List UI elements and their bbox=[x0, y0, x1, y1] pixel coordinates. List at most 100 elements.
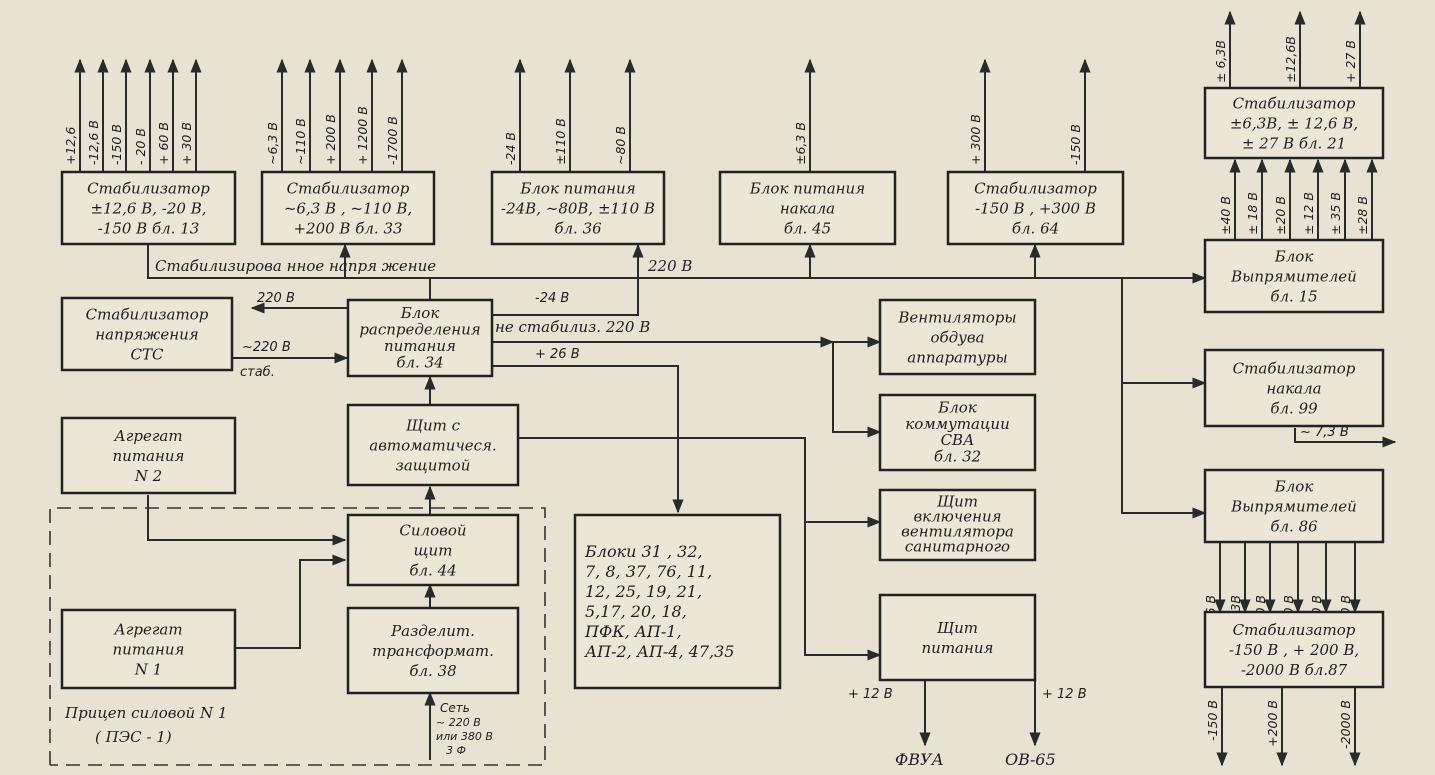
output-label: ±12,6В bbox=[1283, 36, 1298, 83]
block-frame bbox=[1203, 348, 1385, 428]
block-text: бл. 38 bbox=[409, 662, 456, 680]
block-text: -2000 В бл.87 bbox=[1241, 661, 1348, 679]
output-b36-2: ~80 В bbox=[613, 58, 636, 172]
output-b21-1: ±12,6В bbox=[1283, 10, 1306, 88]
block-text: накала bbox=[1266, 380, 1321, 398]
label-ov65: ОВ-65 bbox=[1005, 750, 1056, 769]
output-label: + 30 В bbox=[179, 122, 194, 165]
block-frame bbox=[878, 593, 1037, 682]
block-text: Стабилизатор bbox=[287, 180, 410, 198]
block-text: Агрегат bbox=[113, 427, 182, 445]
output-label: ±6,3 В bbox=[793, 122, 808, 165]
bus-220-label: 220 В bbox=[647, 257, 692, 275]
block-text: питания bbox=[113, 641, 185, 659]
output-label: + 60 В bbox=[156, 122, 171, 165]
label-trailer: Прицеп силовой N 1 bbox=[64, 704, 227, 722]
block-frame bbox=[946, 170, 1125, 246]
block-frame bbox=[346, 298, 494, 378]
output-b36-1: ±110 В bbox=[553, 58, 576, 172]
label-stab: стаб. bbox=[240, 365, 275, 380]
block-text: Выпрямителей bbox=[1230, 268, 1357, 286]
label-pes: ( ПЭС - 1) bbox=[95, 728, 172, 746]
output-label: + 1200 В bbox=[355, 106, 370, 165]
block-text: автоматичеся. bbox=[369, 437, 497, 455]
block-text: Блок bbox=[1274, 248, 1314, 266]
block-text: ± 27 В бл. 21 bbox=[1242, 135, 1346, 153]
block-frame bbox=[60, 608, 237, 690]
block-stab13: Стабилизатор±12,6 В, -20 В,-150 В бл. 13 bbox=[60, 170, 237, 246]
output-b21-2: + 27 В bbox=[1343, 10, 1366, 88]
output-b33-1: ~110 В bbox=[293, 58, 316, 172]
block-text: ±12,6 В, -20 В, bbox=[90, 200, 206, 218]
block-text: бл. 32 bbox=[934, 447, 981, 465]
blocks: Стабилизатор±12,6 В, -20 В,-150 В бл. 13… bbox=[60, 86, 1385, 695]
output-b33-3: + 1200 В bbox=[355, 58, 378, 172]
output-b15-4: ± 35 В bbox=[1328, 158, 1351, 240]
output-b36-0: -24 В bbox=[503, 58, 526, 172]
block-text: распределения bbox=[359, 320, 480, 338]
block-frame bbox=[878, 298, 1037, 376]
block-text: Стабилизатор bbox=[86, 306, 209, 324]
output-label: ±28 В bbox=[1355, 196, 1370, 235]
block-text: Щит bbox=[937, 493, 978, 511]
block-text: N 1 bbox=[134, 661, 162, 679]
block-text: Блок питания bbox=[749, 180, 865, 198]
block-text: бл. 44 bbox=[409, 562, 456, 580]
block-text: питания bbox=[922, 639, 994, 657]
output-b13-2: -150 В bbox=[109, 58, 132, 172]
block-text: Разделит. bbox=[390, 622, 475, 640]
output-label: -150 В bbox=[109, 124, 124, 165]
block-text: напряжения bbox=[95, 326, 198, 344]
block-stab21: Стабилизатор±6,3В, ± 12,6 В,± 27 В бл. 2… bbox=[1203, 86, 1385, 160]
block-text: 5,17, 20, 18, bbox=[585, 602, 687, 621]
output-b33-2: + 200 В bbox=[323, 58, 346, 172]
block-text: Силовой bbox=[399, 522, 466, 540]
output-b13-1: -12,6 В bbox=[86, 58, 109, 172]
voltage-outputs: +12,6-12,6 В-150 В- 20 В+ 60 В+ 30 В~6,3… bbox=[63, 10, 1378, 767]
output-b33-0: ~6,3 В bbox=[265, 58, 288, 172]
label-not-stab: не стабилиз. 220 В bbox=[495, 318, 650, 336]
block-frame bbox=[878, 393, 1037, 472]
output-label: -150 В bbox=[1068, 124, 1083, 165]
block-text: Блок bbox=[400, 304, 440, 322]
block-text: ПФК, АП-1, bbox=[584, 622, 682, 641]
output-label: -1700 В bbox=[385, 116, 400, 165]
block-text: -24В, ~80В, ±110 В bbox=[501, 200, 655, 218]
label-set-220: ~ 220 В bbox=[436, 716, 481, 729]
block-frame bbox=[260, 170, 436, 246]
block-text: Блоки 31 , 32, bbox=[584, 542, 703, 561]
block-text: бл. 64 bbox=[1012, 220, 1059, 238]
block-text: щит bbox=[414, 542, 453, 560]
block-trans38: Разделит.трансформат.бл. 38 bbox=[346, 606, 520, 695]
block-text: бл. 34 bbox=[396, 353, 443, 371]
block-bloki: Блоки 31 , 32,7, 8, 37, 76, 11,12, 25, 1… bbox=[573, 513, 782, 690]
output-b21-0: ± 6,3В bbox=[1213, 10, 1236, 88]
label-set-3f: 3 Ф bbox=[446, 744, 466, 757]
label-220-stab: ~220 В bbox=[242, 340, 291, 355]
label-set-380: или 380 В bbox=[436, 730, 493, 743]
block-bp36: Блок питания-24В, ~80В, ±110 Вбл. 36 bbox=[490, 170, 666, 246]
label-set: Сеть bbox=[440, 701, 470, 715]
label-plus26: + 26 В bbox=[535, 347, 580, 362]
wiring bbox=[147, 243, 1397, 760]
label-fvua: ФВУА bbox=[895, 750, 944, 769]
block-text: Стабилизатор bbox=[87, 180, 210, 198]
output-label: -2000 В bbox=[1338, 700, 1353, 749]
output-label: + 27 В bbox=[1343, 40, 1358, 83]
output-b15-1: ± 18 В bbox=[1245, 158, 1268, 240]
block-text: коммутации bbox=[905, 415, 1010, 433]
output-b87-0: -150 В bbox=[1205, 687, 1228, 767]
output-b15-5: ±28 В bbox=[1355, 158, 1378, 240]
